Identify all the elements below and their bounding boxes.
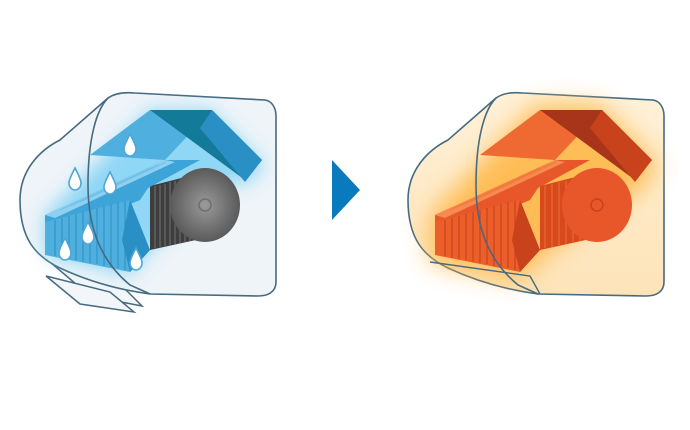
left-fan (150, 168, 240, 250)
condensation-droplets (58, 132, 143, 271)
droplet-icon (129, 246, 143, 271)
right-heat-exchanger (435, 110, 652, 272)
droplet-icon (123, 132, 137, 157)
right-bottom-strip (429, 261, 541, 295)
cooling-unit-wet (19, 91, 277, 314)
left-front-cover (87, 97, 151, 295)
heating-unit-dry (407, 91, 665, 297)
left-heat-exchanger (45, 110, 262, 272)
droplet-icon (103, 170, 117, 195)
transition-arrow-icon (332, 160, 360, 220)
right-front-cover (475, 97, 539, 295)
droplet-icon (58, 236, 72, 261)
droplet-icon (68, 166, 82, 191)
droplet-icon (81, 220, 95, 245)
right-fan (540, 168, 632, 250)
